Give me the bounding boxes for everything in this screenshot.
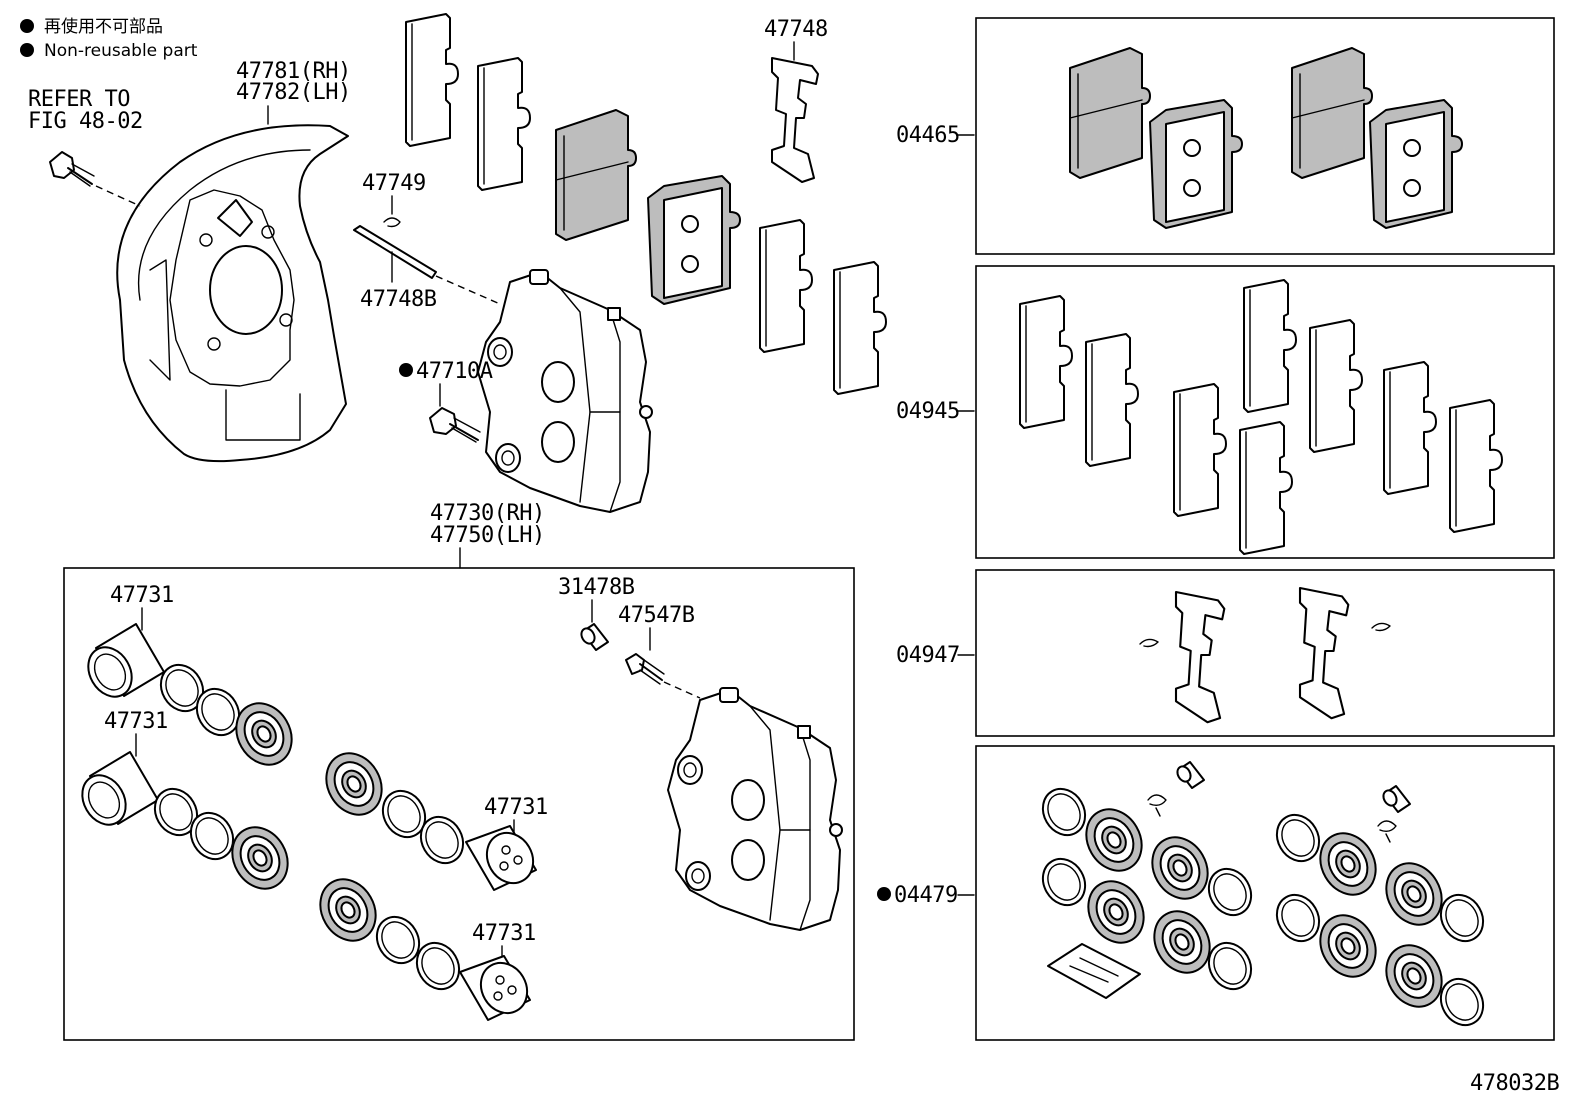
label-47782: 47782(LH): [236, 80, 351, 105]
bleeder-screw-47547b-part: [625, 653, 665, 685]
dust-shield-part: [116, 124, 349, 463]
kit-shim: [1449, 399, 1503, 533]
shim-outer-2: [477, 57, 531, 191]
shield-bolt-part: [49, 151, 95, 187]
brake-pad-outer: [555, 109, 637, 241]
caliper-upper-view: [477, 269, 653, 513]
seal-kit-04479-box: [975, 745, 1555, 1041]
label-47730: 47730(RH): [430, 501, 545, 526]
legend-jp: 再使用不可部品: [44, 16, 163, 37]
label-refer-to: REFER TO: [28, 87, 130, 112]
shim-inner-2: [833, 261, 887, 395]
clip-kit-04947-box: [975, 569, 1555, 737]
shim-inner-1: [759, 219, 813, 353]
non-reusable-marker-icon: [877, 887, 891, 901]
piston-dust-boot: [220, 816, 300, 900]
label-04479: 04479: [894, 883, 958, 908]
label-47731-c: 47731: [484, 795, 548, 820]
label-47710a: 47710A: [416, 359, 493, 384]
legend-en: Non-reusable part: [44, 41, 198, 61]
non-reusable-marker-icon: [20, 43, 34, 57]
piston-dust-boot: [308, 868, 388, 952]
kit-pad-outer: [1069, 47, 1151, 179]
non-reusable-marker-icon: [20, 19, 34, 33]
kit-dust-boot: [1374, 852, 1454, 936]
pad-kit-04465-box: [975, 17, 1555, 255]
label-47749: 47749: [362, 171, 426, 196]
kit-shim: [1239, 421, 1293, 555]
figure-id: 478032B: [1470, 1071, 1559, 1096]
shim-outer-1: [405, 13, 459, 147]
shim-kit-04945-box: [975, 265, 1555, 559]
pin-clip-47749-part: [383, 217, 401, 228]
kit-pin-clip: [1139, 638, 1159, 648]
label-47731-d: 47731: [472, 921, 536, 946]
kit-pin-clip: [1371, 622, 1391, 632]
label-47547b: 47547B: [618, 603, 695, 628]
kit-seal-ring: [1033, 780, 1095, 844]
kit-shim: [1019, 295, 1073, 429]
label-47748b: 47748B: [360, 287, 437, 312]
bleeder-cap-31478b-part: [580, 623, 609, 651]
kit-dust-boot: [1140, 826, 1220, 910]
kit-pad-inner: [1149, 99, 1243, 229]
kit-dust-boot: [1142, 900, 1222, 984]
kit-dust-boot: [1076, 870, 1156, 954]
kit-seal-ring: [1033, 850, 1095, 914]
anti-rattle-clip-47748-part: [771, 57, 819, 183]
kit-anti-rattle-clip: [1298, 586, 1350, 720]
brake-pad-inner: [647, 175, 741, 305]
pad-pin-47748b-part: [353, 225, 437, 279]
label-47781: 47781(RH): [236, 59, 351, 84]
kit-seal-ring: [1267, 886, 1329, 950]
label-31478b: 31478B: [558, 575, 635, 600]
piston-47731-d: [459, 953, 538, 1023]
kit-shim: [1085, 333, 1139, 467]
kit-seal-ring: [1199, 860, 1261, 924]
kit-pad-outer: [1291, 47, 1373, 179]
kit-bleeder-cap: [1176, 761, 1205, 789]
label-fig-48-02: FIG 48-02: [28, 109, 143, 134]
kit-bleeder-clip: [1377, 820, 1397, 843]
kit-dust-boot: [1308, 822, 1388, 906]
kit-anti-rattle-clip: [1174, 590, 1226, 724]
kit-grease-packet: [1047, 943, 1141, 999]
kit-shim: [1243, 279, 1297, 413]
non-reusable-marker-icon: [399, 363, 413, 377]
caliper-assy-box: [63, 567, 855, 1041]
kit-pad-inner: [1369, 99, 1463, 229]
legend: 再使用不可部品 Non-reusable part: [20, 16, 198, 61]
label-04945: 04945: [896, 399, 960, 424]
kit-shim: [1383, 361, 1437, 495]
label-47731-a: 47731: [110, 583, 174, 608]
label-47748: 47748: [764, 17, 828, 42]
label-47750: 47750(LH): [430, 523, 545, 548]
kit-bleeder-cap: [1382, 785, 1411, 813]
label-04465: 04465: [896, 123, 960, 148]
piston-47731-a: [78, 623, 165, 706]
caliper-lower-view: [667, 687, 843, 931]
piston-47731-b: [72, 751, 159, 834]
piston-47731-c: [465, 823, 544, 893]
kit-bleeder-clip: [1147, 794, 1167, 817]
kit-dust-boot: [1074, 798, 1154, 882]
label-04947: 04947: [896, 643, 960, 668]
kit-shim: [1173, 383, 1227, 517]
caliper-bolt-47710a-part: [429, 407, 481, 443]
label-47731-b: 47731: [104, 709, 168, 734]
kit-dust-boot: [1308, 904, 1388, 988]
kit-seal-ring: [1267, 806, 1329, 870]
kit-shim: [1309, 319, 1363, 453]
piston-dust-boot: [314, 742, 394, 826]
